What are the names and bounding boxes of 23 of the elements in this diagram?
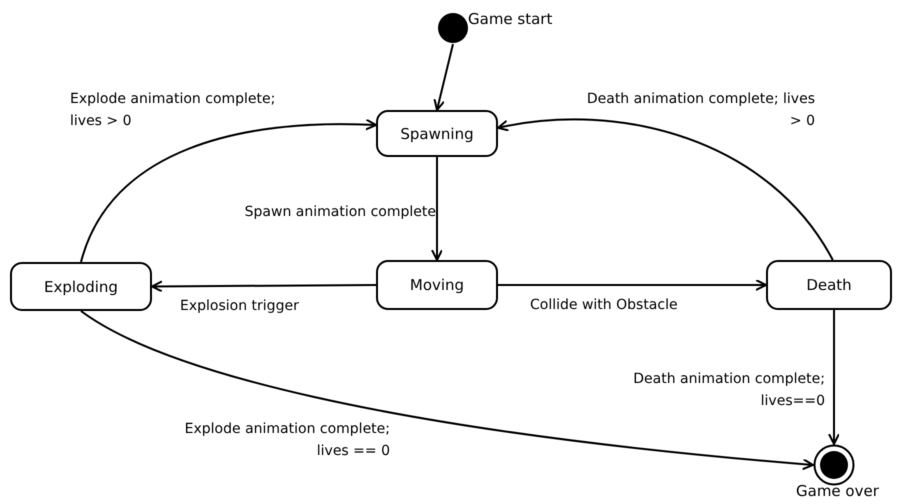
- state-box: Moving: [376, 260, 498, 310]
- state-caption: Game over: [796, 482, 879, 500]
- transition-arrow: [828, 310, 840, 445]
- final-state-circle: [813, 444, 855, 486]
- edge-label: Explode animation complete; lives == 0: [184, 420, 390, 461]
- transition-arrow: [80, 118, 377, 262]
- transition-arrow: [434, 44, 454, 111]
- state-box: Exploding: [10, 262, 152, 311]
- initial-state-circle: [437, 12, 469, 44]
- state-caption: Game start: [468, 10, 552, 28]
- state-box: Death: [766, 260, 892, 310]
- transition-arrow: [151, 280, 376, 292]
- transition-arrow: [498, 279, 767, 291]
- transition-arrow: [80, 310, 814, 470]
- transition-arrow: [431, 157, 443, 261]
- edge-label: Spawn animation complete: [244, 203, 436, 222]
- edge-label: Death animation complete; lives==0: [632, 370, 825, 411]
- edge-label: Death animation complete; lives > 0: [586, 90, 815, 131]
- edge-label: Explosion trigger: [180, 297, 300, 316]
- edge-label: Explode animation complete; lives > 0: [70, 90, 276, 131]
- state-box: Spawning: [376, 110, 498, 157]
- transition-arrow: [497, 118, 834, 261]
- edge-label: Collide with Obstacle: [530, 296, 679, 315]
